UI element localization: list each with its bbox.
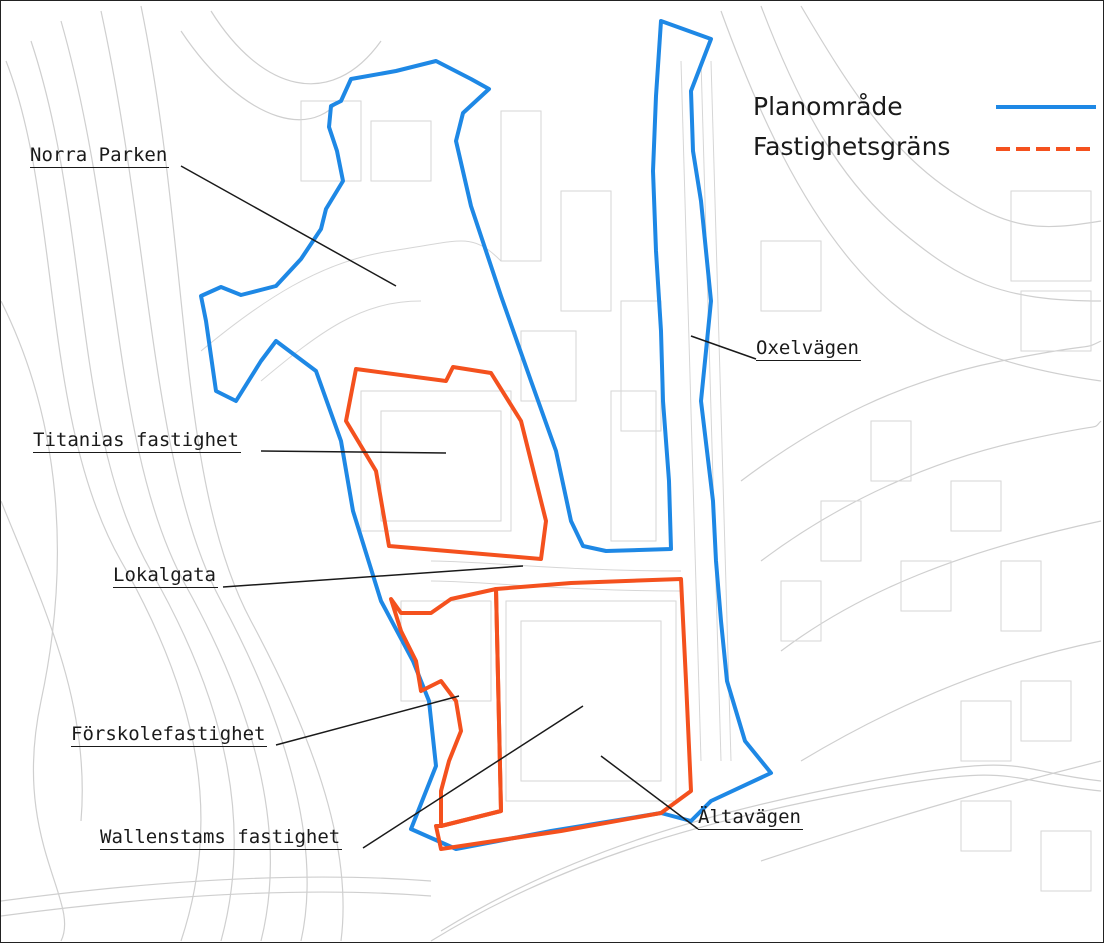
planomrade-boundary-north [199,19,773,851]
label-lokalgata: Lokalgata [113,564,218,588]
label-altavagen: Ältavägen [698,806,803,830]
leader-norra-parken [180,165,397,287]
label-titanias-fastighet: Titanias fastighet [33,429,241,453]
leader-forskole [275,695,460,746]
titanias-property-boundary [344,365,548,561]
leader-oxelvagen [690,335,757,360]
legend-fastighetsgrans-label: Fastighetsgräns [753,132,951,161]
legend-fastighetsgrans-swatch [996,147,1096,151]
legend-planomrade-swatch [996,105,1096,109]
label-wallenstams-fastighet: Wallenstams fastighet [100,826,343,850]
leader-altavagen [600,755,699,830]
label-oxelvagen: Oxelvägen [756,337,861,361]
legend-planomrade-label: Planområde [753,92,903,121]
label-norra-parken: Norra Parken [30,144,170,168]
leader-titanias [260,450,447,454]
leader-lokalgata [222,565,524,588]
wallenstams-property-boundary [434,577,693,851]
leader-wallenstams [362,705,584,849]
forskole-property-boundary [389,587,503,828]
label-forskolefastighet: Förskolefastighet [71,723,268,747]
